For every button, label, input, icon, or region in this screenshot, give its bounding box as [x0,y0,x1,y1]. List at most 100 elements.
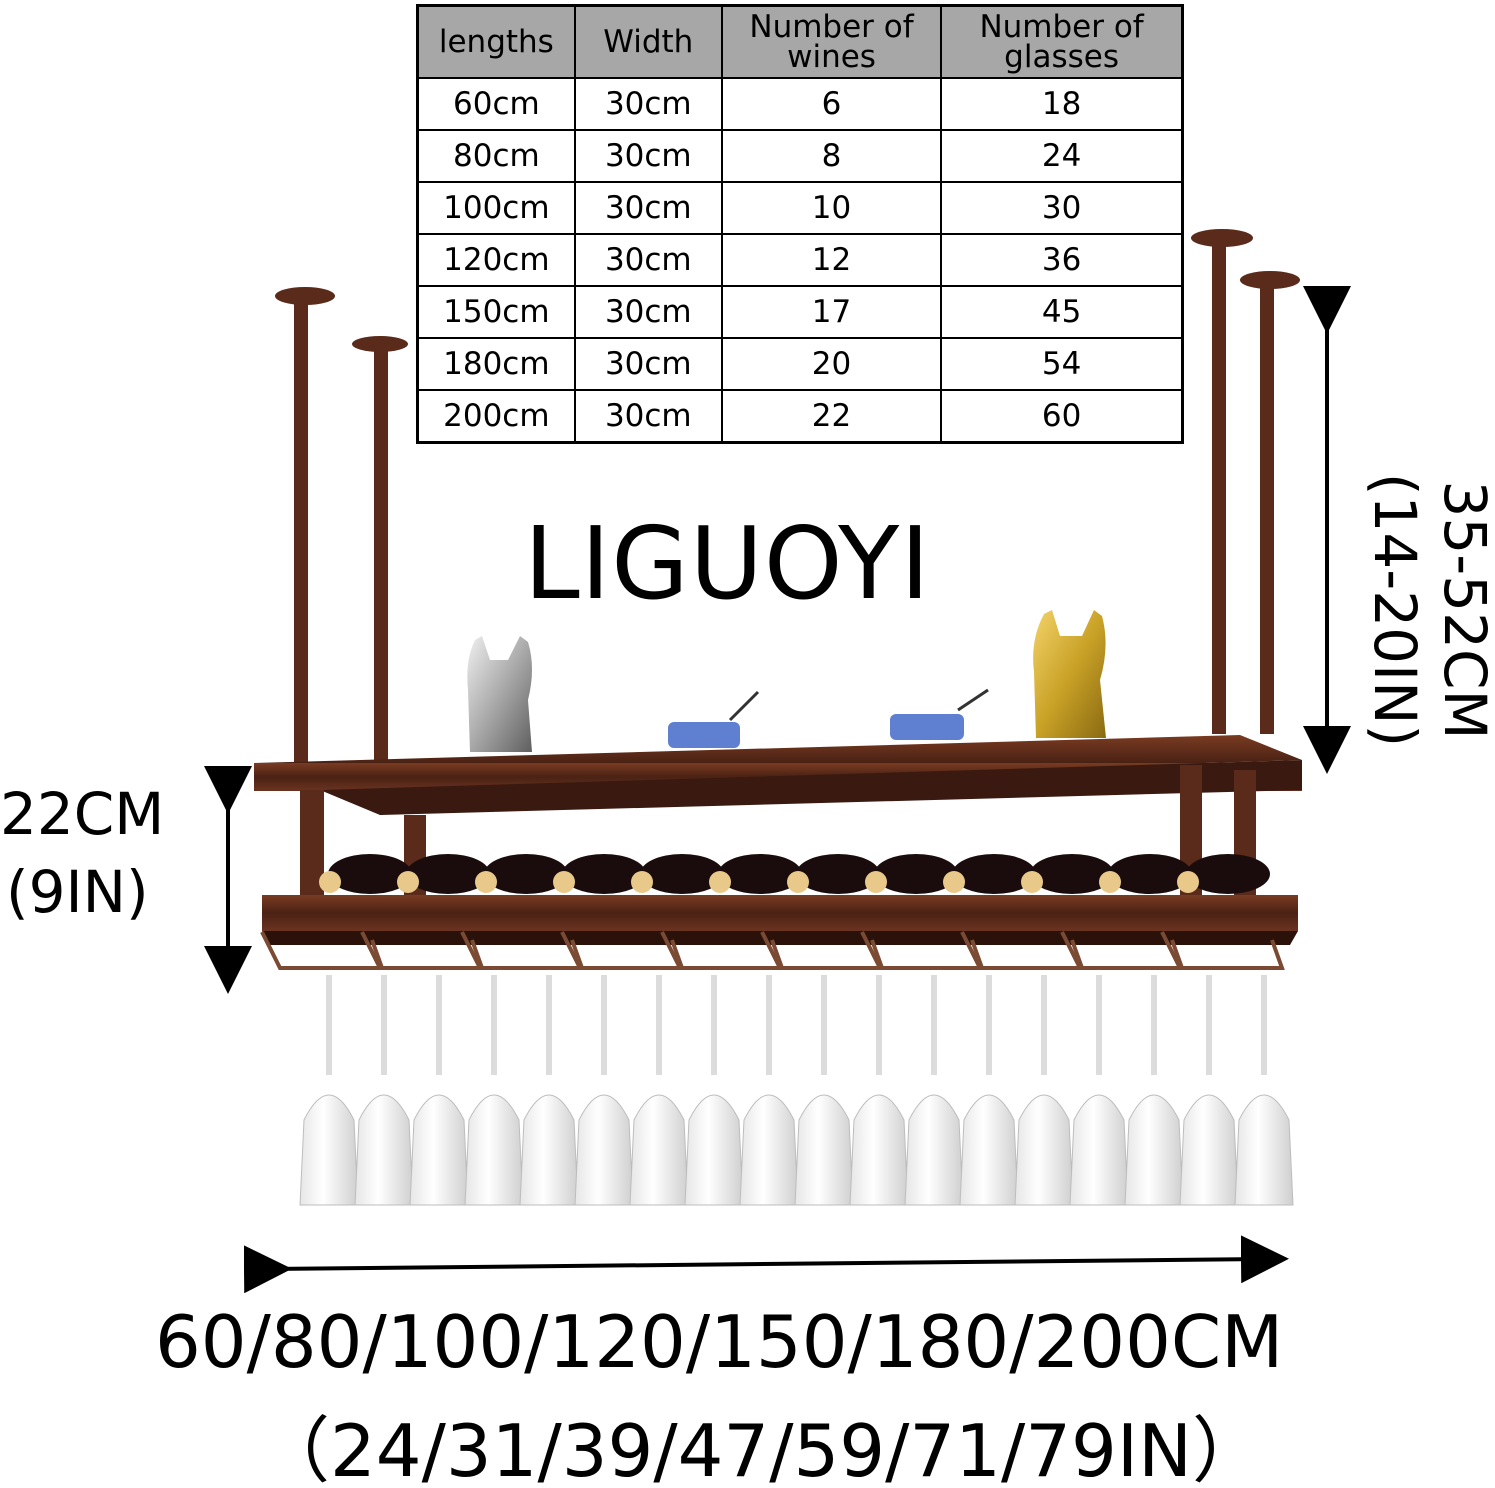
bottom-shelf [262,895,1298,945]
top-shelf [254,735,1302,815]
cell-glasses: 60 [940,389,1184,444]
cell-glasses: 30 [940,181,1184,235]
cell-wines: 12 [720,233,943,287]
blue-cup-right [890,688,989,740]
drop-height-label: 35-52CM (14-20IN) [1360,410,1495,810]
shelf-gap-cm-label: 22CM [0,780,165,848]
wine-glass [299,975,359,1206]
glass-hanger-rails [260,931,1285,970]
wine-glass [409,975,469,1206]
cell-width: 30cm [573,233,723,287]
size-spec-table: lengths Width Number of wines Number of … [416,4,1184,444]
header-number-of-wines: Number of wines [720,4,943,79]
wine-glass [519,975,579,1206]
cell-wines: 17 [720,285,943,339]
wine-bottle [709,854,802,894]
cell-glasses: 54 [940,337,1184,391]
cell-glasses: 24 [940,129,1184,183]
wine-bottle [475,854,568,894]
hanger-rail [760,931,885,970]
wine-glass [354,975,414,1206]
silver-dog-ornament [467,636,532,752]
wine-glass [574,975,634,1206]
cell-length: 80cm [416,129,576,183]
wine-glass [1069,975,1129,1206]
cell-width: 30cm [573,181,723,235]
wine-bottle [397,854,490,894]
wine-glass [904,975,964,1206]
wine-glass [1014,975,1074,1206]
cell-width: 30cm [573,77,723,131]
length-cm-label: 60/80/100/120/150/180/200CM [155,1300,1284,1384]
brand-name: LIGUOYI [524,505,931,622]
wine-bottle [943,854,1036,894]
wine-glass [794,975,854,1206]
hanger-rail [1160,931,1285,970]
table-header-row: lengths Width Number of wines Number of … [416,4,1184,79]
table-row: 80cm 30cm 8 24 [416,129,1184,183]
wine-glass [1179,975,1239,1206]
table-row: 180cm 30cm 20 54 [416,337,1184,391]
wine-bottle [319,854,412,894]
wine-glass [464,975,524,1206]
wine-glasses [299,975,1294,1206]
table-row: 200cm 30cm 22 60 [416,389,1184,444]
hanger-rail [1060,931,1185,970]
hanger-rail [260,931,385,970]
blue-cup-left [668,690,760,748]
header-width: Width [573,4,723,79]
drop-height-cm: 35-52CM [1431,480,1495,740]
cell-length: 60cm [416,77,576,131]
wine-bottle [1021,854,1114,894]
cell-width: 30cm [573,285,723,339]
hanger-rail [860,931,985,970]
cell-width: 30cm [573,129,723,183]
wine-bottle [553,854,646,894]
cell-length: 150cm [416,285,576,339]
table-row: 60cm 30cm 6 18 [416,77,1184,131]
cell-wines: 20 [720,337,943,391]
cell-glasses: 36 [940,233,1184,287]
cell-width: 30cm [573,389,723,444]
cell-wines: 22 [720,389,943,444]
hanger-rail [660,931,785,970]
hanger-rail [360,931,485,970]
cell-wines: 10 [720,181,943,235]
wine-glass [1234,975,1294,1206]
wine-glass [629,975,689,1206]
wine-glass [1124,975,1184,1206]
gold-dog-ornament [1033,610,1106,738]
header-lengths: lengths [416,4,576,79]
wine-glass [739,975,799,1206]
hanger-rail [460,931,585,970]
cell-length: 180cm [416,337,576,391]
hanger-rail [960,931,1085,970]
shelf-gap-in-label: (9IN) [6,858,149,926]
cell-length: 100cm [416,181,576,235]
wine-bottle [865,854,958,894]
wine-bottle [1099,854,1192,894]
cell-glasses: 45 [940,285,1184,339]
length-in-label: （24/31/39/47/59/71/79IN） [258,1409,1264,1488]
cell-width: 30cm [573,337,723,391]
wine-bottles [319,854,1270,894]
cell-glasses: 18 [940,77,1184,131]
ceiling-rods [275,229,1300,762]
wine-glass [684,975,744,1206]
wine-glass [849,975,909,1206]
wine-bottle [787,854,880,894]
drop-height-in: (14-20IN) [1361,472,1429,748]
wine-bottle [631,854,724,894]
length-arrow [243,1235,1289,1294]
cell-wines: 6 [720,77,943,131]
table-row: 120cm 30cm 12 36 [416,233,1184,287]
cell-length: 200cm [416,389,576,444]
table-row: 100cm 30cm 10 30 [416,181,1184,235]
header-number-of-glasses: Number of glasses [940,4,1184,79]
wine-glass [959,975,1019,1206]
cell-length: 120cm [416,233,576,287]
table-row: 150cm 30cm 17 45 [416,285,1184,339]
wine-bottle [1177,854,1270,894]
